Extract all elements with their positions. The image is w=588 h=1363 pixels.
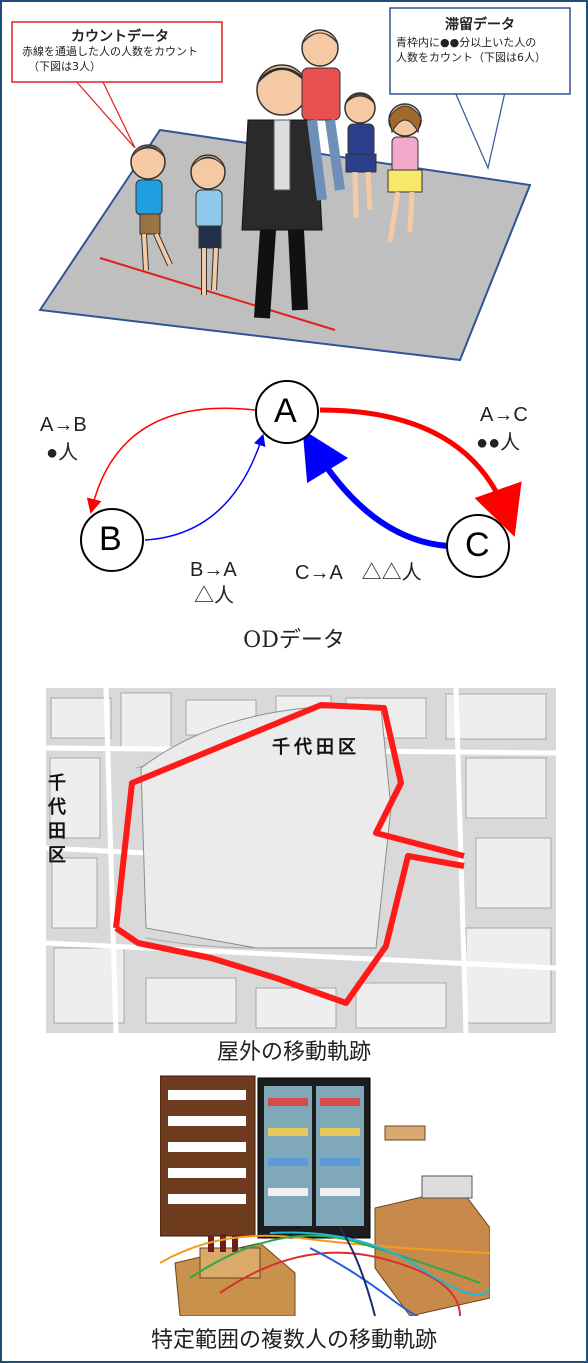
map-caption: 屋外の移動軌跡 — [216, 1040, 371, 1065]
ca-label: C→A △△人 — [295, 562, 422, 584]
count-callout-box — [11, 21, 223, 83]
person-boy-1 — [130, 144, 173, 271]
map-district-label: 千代田区 — [272, 737, 360, 758]
person-man-red — [301, 29, 345, 201]
ac-count-label: ●●人 — [476, 432, 521, 454]
stay-callout-title: 滞留データ — [445, 17, 515, 33]
trajectory-green — [189, 1234, 481, 1284]
count-line — [99, 257, 336, 331]
stay-callout-box — [389, 7, 571, 95]
node-c — [446, 514, 510, 578]
od-caption: ODデータ — [243, 628, 345, 653]
stay-callout-line1: 青枠内に●●分以上いた人の — [396, 36, 537, 49]
node-a — [255, 380, 319, 444]
ac-route-label: A→C — [480, 404, 528, 426]
ba-route-label: B→A — [190, 559, 237, 581]
person-boy-2 — [190, 154, 226, 295]
map-image — [46, 688, 556, 1033]
map-district-char: 代 — [48, 797, 66, 818]
arrow-a-to-b — [86, 407, 256, 514]
people-illustration — [11, 7, 571, 362]
node-b-label: B — [99, 520, 122, 558]
trajectory-red — [219, 1251, 461, 1316]
arrow-b-to-a — [144, 433, 266, 541]
person-girl-1 — [344, 92, 377, 219]
count-callout-line1: 赤線を通過した人の人数をカウント — [22, 45, 198, 58]
arrow-c-to-a — [302, 429, 449, 549]
wooden-crates — [174, 1234, 296, 1316]
arrow-a-to-c — [319, 407, 522, 537]
ab-count-label: ●人 — [46, 442, 79, 464]
trajectories — [160, 1227, 490, 1316]
trajectory-blue — [309, 1247, 430, 1316]
od-diagram — [80, 380, 522, 578]
person-man — [241, 64, 323, 319]
store-caption: 特定範囲の複数人の移動軌跡 — [150, 1328, 437, 1353]
map-district-char: 区 — [48, 845, 66, 866]
ab-route-label: A→B — [40, 414, 87, 436]
node-b — [80, 508, 144, 572]
trajectory-orange — [160, 1234, 490, 1264]
map-district-char: 田 — [48, 821, 66, 842]
count-callout-pointer — [74, 79, 136, 149]
fridge — [257, 1077, 371, 1239]
checkout-counter — [374, 1125, 490, 1316]
count-callout-line2: （下図は3人） — [28, 60, 101, 73]
node-c-label: C — [465, 526, 490, 564]
store-image — [160, 1075, 490, 1316]
wine-shelf — [160, 1075, 256, 1237]
ba-count-label: △人 — [194, 585, 234, 607]
map-district-vertical: 千 代 田 区 — [48, 772, 70, 868]
node-a-label: A — [274, 392, 297, 430]
trajectory-navy — [339, 1227, 376, 1316]
outdoor-trajectory — [113, 702, 465, 1006]
stay-callout-pointer — [454, 91, 506, 170]
stay-callout-line2: 人数をカウント（下図は6人） — [396, 51, 546, 64]
trajectory-cyan — [269, 1231, 490, 1296]
person-girl-2 — [387, 103, 423, 243]
map-district-char: 千 — [48, 773, 66, 794]
count-callout-title: カウントデータ — [71, 29, 169, 45]
